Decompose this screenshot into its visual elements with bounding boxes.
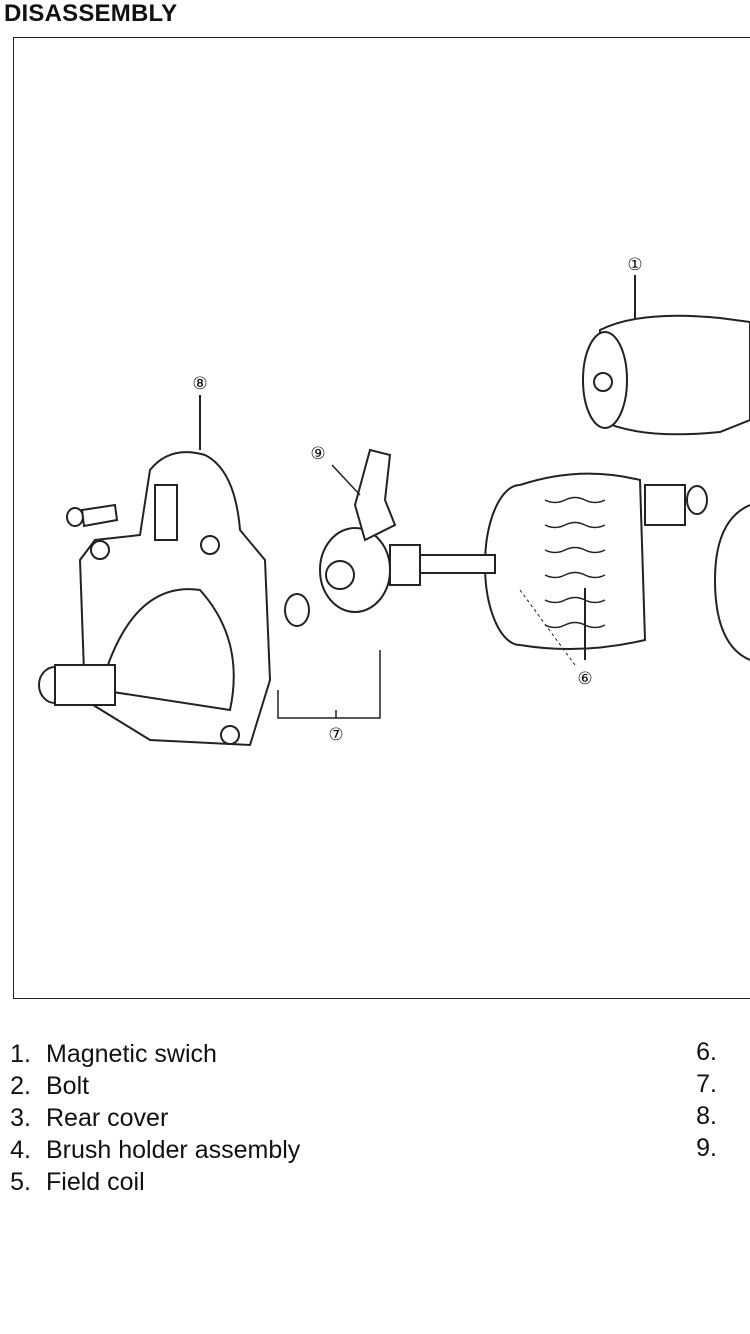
callout-9: ⑨ [310,444,325,463]
callout-8: ⑧ [192,374,207,393]
legend-item: 3. Rear cover [0,1102,300,1134]
legend-number: 7. [696,1070,717,1098]
legend-number: 2. [10,1072,31,1100]
legend-item: 1. Magnetic swich [0,1038,300,1070]
pinion-drawing [277,527,421,719]
legend-number: 9. [696,1134,717,1162]
callout-6: ⑥ [577,669,592,688]
legend-item: 9. [672,1132,732,1164]
front-bracket-drawing [38,395,272,747]
starter-exploded-diagram: ① ⑥ ⑦ ⑧ ⑨ [38,255,750,747]
legend-number: 5. [10,1168,31,1196]
legend-number: 6. [696,1038,717,1066]
parts-legend-left: 1. Magnetic swich 2. Bolt 3. Rear cover 4. B… [0,1038,300,1198]
callout-7: ⑦ [328,725,343,744]
legend-item: 8. [672,1100,732,1132]
legend-number: 1. [10,1040,31,1068]
legend-label: Field coil [46,1168,145,1196]
legend-item: 4. Brush holder assembly [0,1134,300,1166]
legend-label: Rear cover [46,1104,169,1132]
legend-item: 6. [672,1036,732,1068]
parts-legend-right: 6. 7. 8. 9. [672,1036,732,1164]
legend-number: 8. [696,1102,717,1130]
legend-item: 7. [672,1068,732,1100]
page-title: DISASSEMBLY [4,0,178,27]
legend-label: Magnetic swich [46,1040,217,1068]
legend-number: 4. [10,1136,31,1164]
callout-1: ① [627,255,642,274]
lever-drawing [353,448,397,542]
bolt-drawing [66,503,119,528]
legend-item: 5. Field coil [0,1166,300,1198]
diagram-frame [13,37,750,999]
legend-number: 3. [10,1104,31,1132]
magnetic-switch-drawing [582,275,750,436]
legend-label: Brush holder assembly [46,1136,301,1164]
legend-item: 2. Bolt [0,1070,300,1102]
armature-drawing [414,472,708,666]
legend-label: Bolt [46,1072,90,1100]
